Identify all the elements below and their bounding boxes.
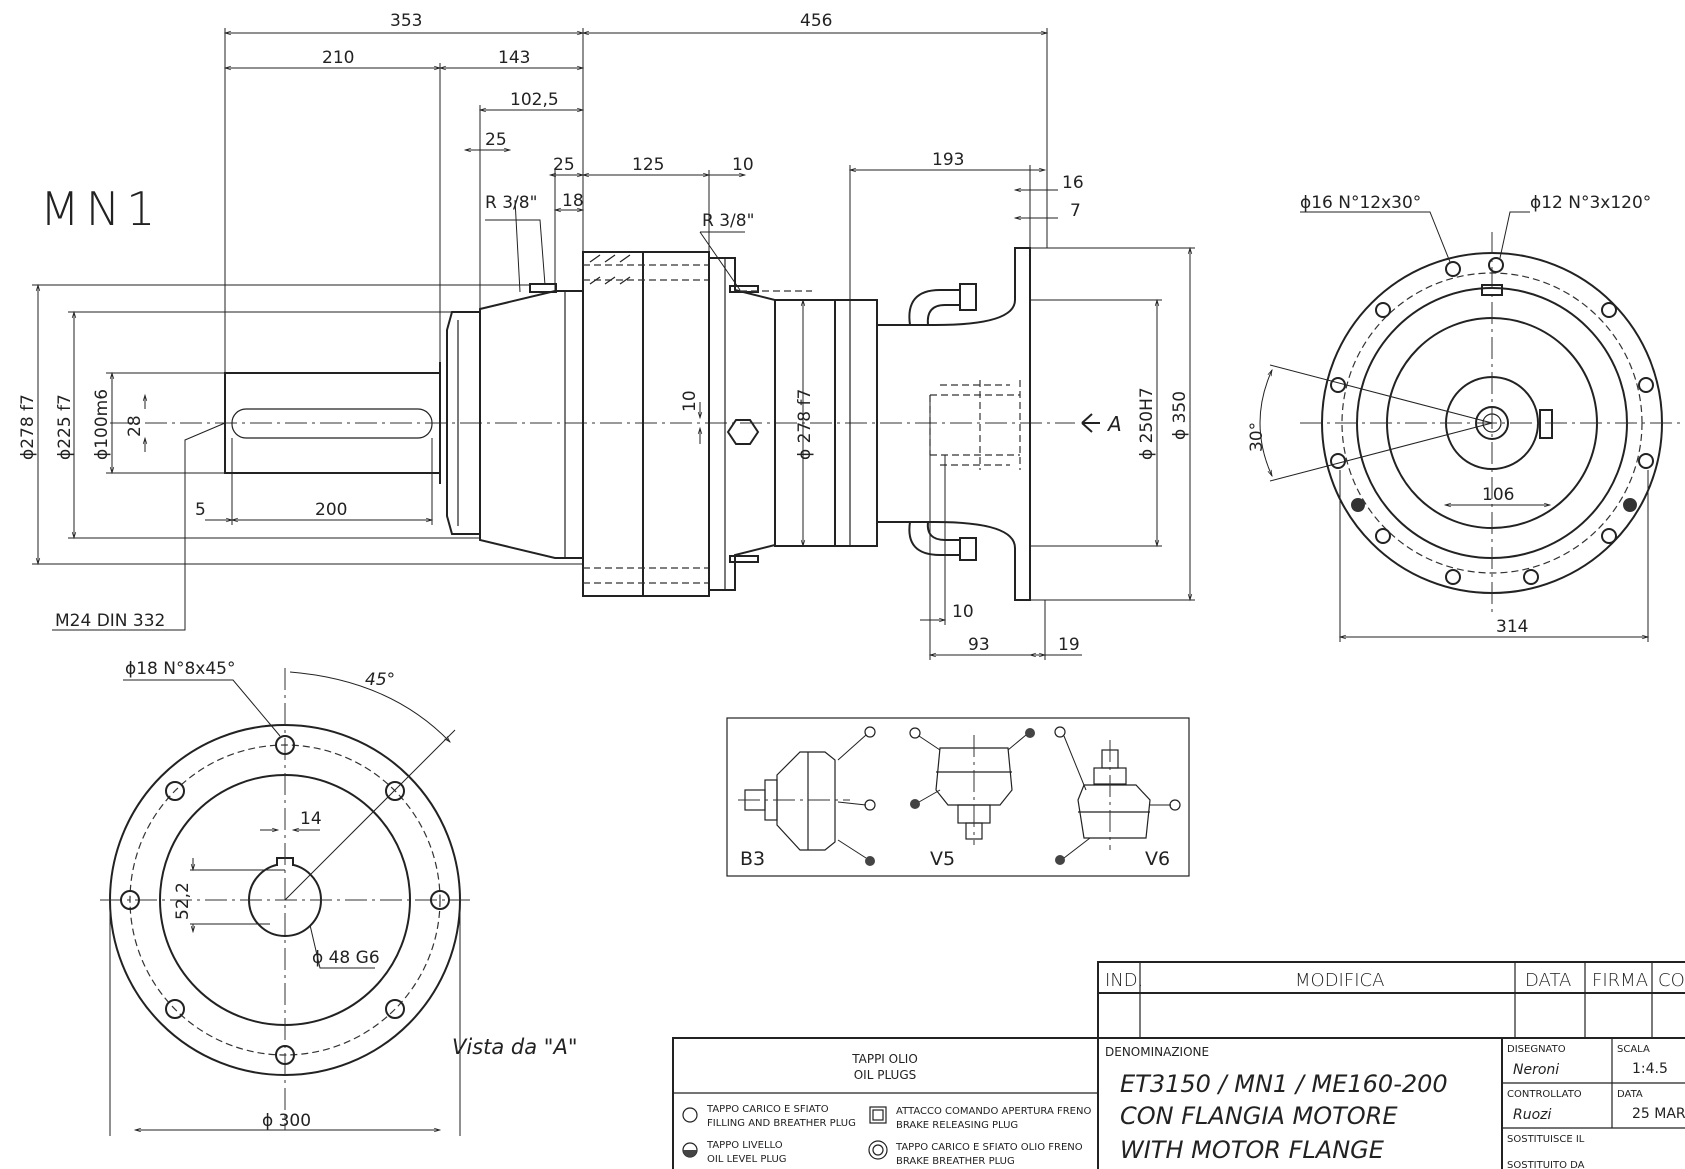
svg-text:ϕ18 N°8x45°: ϕ18 N°8x45°: [125, 659, 235, 679]
svg-text:200: 200: [315, 500, 347, 520]
svg-text:OIL PLUGS: OIL PLUGS: [854, 1068, 917, 1082]
svg-text:314: 314: [1496, 617, 1528, 637]
svg-text:18: 18: [562, 191, 584, 211]
svg-text:1:4.5: 1:4.5: [1632, 1061, 1668, 1077]
svg-text:ET3150 / MN1 / ME160-200: ET3150 / MN1 / ME160-200: [1120, 1070, 1448, 1098]
brake-release-icon: [869, 1106, 887, 1124]
svg-text:10: 10: [680, 390, 700, 412]
side-view: A: [110, 247, 1122, 601]
svg-text:106: 106: [1482, 485, 1514, 505]
svg-text:Ruozi: Ruozi: [1513, 1107, 1552, 1123]
svg-text:SOSTITUITO DA: SOSTITUITO DA: [1507, 1160, 1585, 1169]
svg-text:193: 193: [932, 150, 964, 170]
svg-text:210: 210: [322, 48, 354, 68]
svg-text:93: 93: [968, 635, 990, 655]
svg-text:ϕ 250H7: ϕ 250H7: [1137, 387, 1157, 460]
mount-b3: [738, 726, 876, 866]
svg-text:FILLING AND BREATHER PLUG: FILLING AND BREATHER PLUG: [707, 1118, 856, 1129]
svg-text:TAPPO CARICO E SFIATO: TAPPO CARICO E SFIATO: [706, 1104, 829, 1115]
svg-text:BRAKE RELEASING PLUG: BRAKE RELEASING PLUG: [896, 1120, 1018, 1131]
svg-text:10: 10: [952, 602, 974, 622]
svg-text:Neroni: Neroni: [1513, 1062, 1559, 1078]
svg-text:OIL LEVEL PLUG: OIL LEVEL PLUG: [707, 1154, 787, 1165]
svg-text:19: 19: [1058, 635, 1080, 655]
svg-text:R 3/8": R 3/8": [702, 211, 754, 231]
svg-text:MODIFICA: MODIFICA: [1295, 970, 1384, 991]
svg-text:TAPPO CARICO E SFIATO OLIO FRE: TAPPO CARICO E SFIATO OLIO FRENO: [895, 1142, 1083, 1153]
flange-view-a: [100, 668, 470, 1136]
flange-view-a-labels: ϕ18 N°8x45° 45° 14 52,2 ϕ 48 G6 ϕ 300 Vi…: [125, 659, 577, 1131]
oil-plugs-legend: TAPPI OLIO OIL PLUGS TAPPO CARICO E SFIA…: [672, 1037, 1099, 1169]
svg-text:DENOMINAZIONE: DENOMINAZIONE: [1105, 1045, 1209, 1059]
svg-text:143: 143: [498, 48, 530, 68]
level-plug-icon: [682, 1142, 698, 1158]
svg-text:BRAKE BREATHER PLUG: BRAKE BREATHER PLUG: [896, 1156, 1015, 1167]
svg-text:DATA: DATA: [1617, 1089, 1643, 1100]
svg-text:DATA: DATA: [1525, 970, 1571, 991]
svg-text:ϕ100m6: ϕ100m6: [92, 389, 112, 460]
svg-text:ϕ 278 f7: ϕ 278 f7: [795, 389, 815, 460]
svg-text:456: 456: [800, 11, 832, 31]
svg-text:TAPPO LIVELLO: TAPPO LIVELLO: [706, 1140, 783, 1151]
svg-text:5: 5: [195, 500, 206, 520]
svg-text:IND.: IND.: [1105, 970, 1143, 991]
svg-text:25 MAR: 25 MAR: [1632, 1106, 1685, 1122]
svg-text:ϕ12 N°3x120°: ϕ12 N°3x120°: [1530, 193, 1651, 213]
svg-text:CON FLANGIA MOTORE: CON FLANGIA MOTORE: [1120, 1102, 1398, 1130]
svg-text:CON: CON: [1658, 970, 1685, 991]
svg-text:SOSTITUISCE IL: SOSTITUISCE IL: [1507, 1134, 1585, 1145]
svg-text:30°: 30°: [1247, 422, 1267, 452]
svg-text:102,5: 102,5: [510, 90, 559, 110]
svg-text:ϕ 48 G6: ϕ 48 G6: [312, 948, 380, 968]
svg-text:28: 28: [125, 415, 145, 437]
svg-text:16: 16: [1062, 173, 1084, 193]
side-view-dim-labels: 353 456 210 143 102,5 25 25 125 10 193 1…: [18, 11, 1190, 655]
side-view-dimensions: [32, 28, 1195, 660]
right-end-view-labels: ϕ16 N°12x30° ϕ12 N°3x120° 30° 106 314: [1247, 193, 1651, 637]
svg-text:7: 7: [1070, 201, 1081, 221]
svg-text:25: 25: [553, 155, 575, 175]
svg-text:A: A: [1106, 412, 1122, 436]
svg-text:WITH MOTOR FLANGE: WITH MOTOR FLANGE: [1120, 1136, 1385, 1164]
svg-text:ϕ225 f7: ϕ225 f7: [55, 394, 75, 460]
svg-text:FIRMA: FIRMA: [1592, 970, 1648, 991]
svg-text:45°: 45°: [365, 670, 395, 690]
svg-text:Vista da "A": Vista da "A": [452, 1035, 577, 1059]
filling-plug-icon: [682, 1107, 698, 1123]
mount-v6: [1054, 726, 1181, 865]
mount-v5: [909, 727, 1035, 845]
svg-text:125: 125: [632, 155, 664, 175]
svg-text:25: 25: [485, 130, 507, 150]
svg-text:ϕ 350: ϕ 350: [1170, 391, 1190, 440]
svg-text:52,2: 52,2: [173, 882, 193, 920]
svg-text:ϕ16 N°12x30°: ϕ16 N°12x30°: [1300, 193, 1421, 213]
mounting-positions: B3 V5 V6: [726, 717, 1190, 877]
svg-text:353: 353: [390, 11, 422, 31]
svg-text:14: 14: [300, 809, 322, 829]
svg-text:DISEGNATO: DISEGNATO: [1507, 1044, 1566, 1055]
svg-text:M24 DIN 332: M24 DIN 332: [55, 611, 165, 631]
svg-text:ϕ 300: ϕ 300: [262, 1111, 311, 1131]
svg-text:R 3/8": R 3/8": [485, 193, 537, 213]
svg-text:B3: B3: [740, 848, 765, 870]
svg-text:TAPPI OLIO: TAPPI OLIO: [851, 1052, 918, 1066]
svg-text:V5: V5: [930, 848, 955, 870]
svg-text:10: 10: [732, 155, 754, 175]
svg-text:ATTACCO COMANDO APERTURA FRENO: ATTACCO COMANDO APERTURA FRENO: [896, 1106, 1091, 1117]
right-end-view: [1259, 211, 1680, 642]
title-block: IND. MODIFICA DATA FIRMA CON DENOMINAZIO…: [1097, 961, 1685, 1169]
svg-text:ϕ278 f7: ϕ278 f7: [18, 394, 38, 460]
svg-text:CONTROLLATO: CONTROLLATO: [1507, 1089, 1582, 1100]
brake-breather-icon: [868, 1140, 888, 1160]
svg-text:SCALA: SCALA: [1617, 1044, 1650, 1055]
svg-text:V6: V6: [1145, 848, 1170, 870]
view-label: MN1: [40, 182, 161, 236]
